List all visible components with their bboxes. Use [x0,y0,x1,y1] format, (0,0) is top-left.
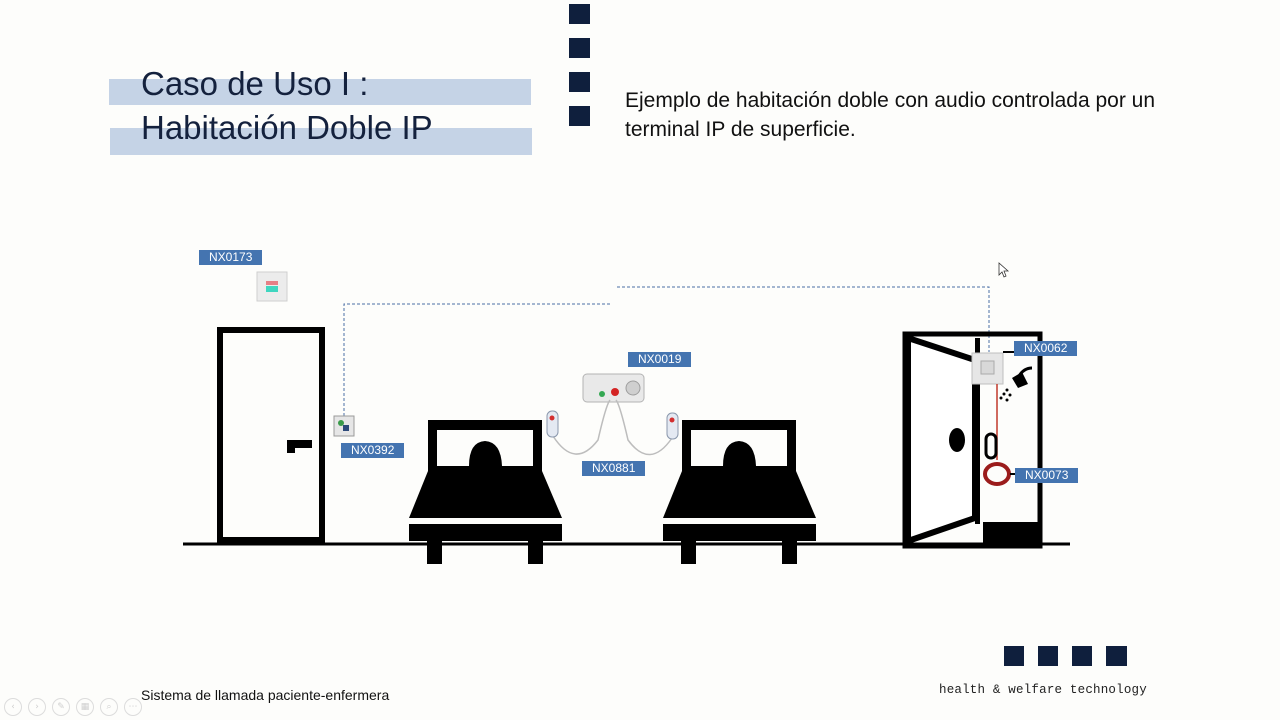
entrance-door-icon [217,327,325,543]
device-label-nx0881: NX0881 [582,461,646,476]
decor-square [1072,646,1092,666]
decor-square [1038,646,1058,666]
dashed-cable [617,286,990,352]
title-band-top [109,79,531,105]
next-slide-icon[interactable]: › [28,698,46,716]
previous-slide-icon[interactable]: ‹ [4,698,22,716]
bathroom-push-button-icon [971,352,1004,385]
title-band-bottom [110,128,532,155]
title-line-2: Habitación Doble IP [141,109,433,146]
title-line-1: Caso de Uso I : [141,65,369,102]
wall-push-button-icon [333,415,355,437]
corridor-light-icon [256,271,288,302]
bed-icon-left [409,420,562,564]
mouse-cursor-icon [998,262,1010,278]
device-label-nx0062: NX0062 [1014,341,1078,356]
handset-cable [615,399,673,456]
decor-square [569,106,590,126]
slide-description: Ejemplo de habitación doble con audio co… [625,89,1156,141]
device-label-nx0173: NX0173 [199,250,263,265]
slides-grid-icon[interactable]: ▦ [76,698,94,716]
zoom-icon[interactable]: ⌕ [100,698,118,716]
pear-handset-icon-right [666,412,679,440]
audio-terminal-icon [582,373,645,403]
pear-handset-icon-left [546,410,559,438]
device-label-nx0073: NX0073 [1015,468,1079,483]
bathroom-door-icon [902,331,1043,549]
shower-icon [999,366,1033,402]
decor-square [569,4,590,24]
more-options-icon[interactable]: ⋯ [124,698,142,716]
footer-caption: Sistema de llamada paciente-enfermera [141,687,390,703]
decor-square [569,38,590,58]
footer-tagline: health & welfare technology [939,683,1147,697]
decor-square [1106,646,1127,666]
decor-square [569,72,590,92]
bed-icon-right [663,420,816,564]
presentation-toolbar: ‹ › ✎ ▦ ⌕ ⋯ [4,698,142,716]
device-label-nx0392: NX0392 [341,443,405,458]
device-label-nx0019: NX0019 [628,352,692,367]
pull-cord-icon [983,384,1011,486]
decor-square [1004,646,1024,666]
dashed-cable [343,303,612,416]
handset-cable [552,399,611,455]
pen-icon[interactable]: ✎ [52,698,70,716]
